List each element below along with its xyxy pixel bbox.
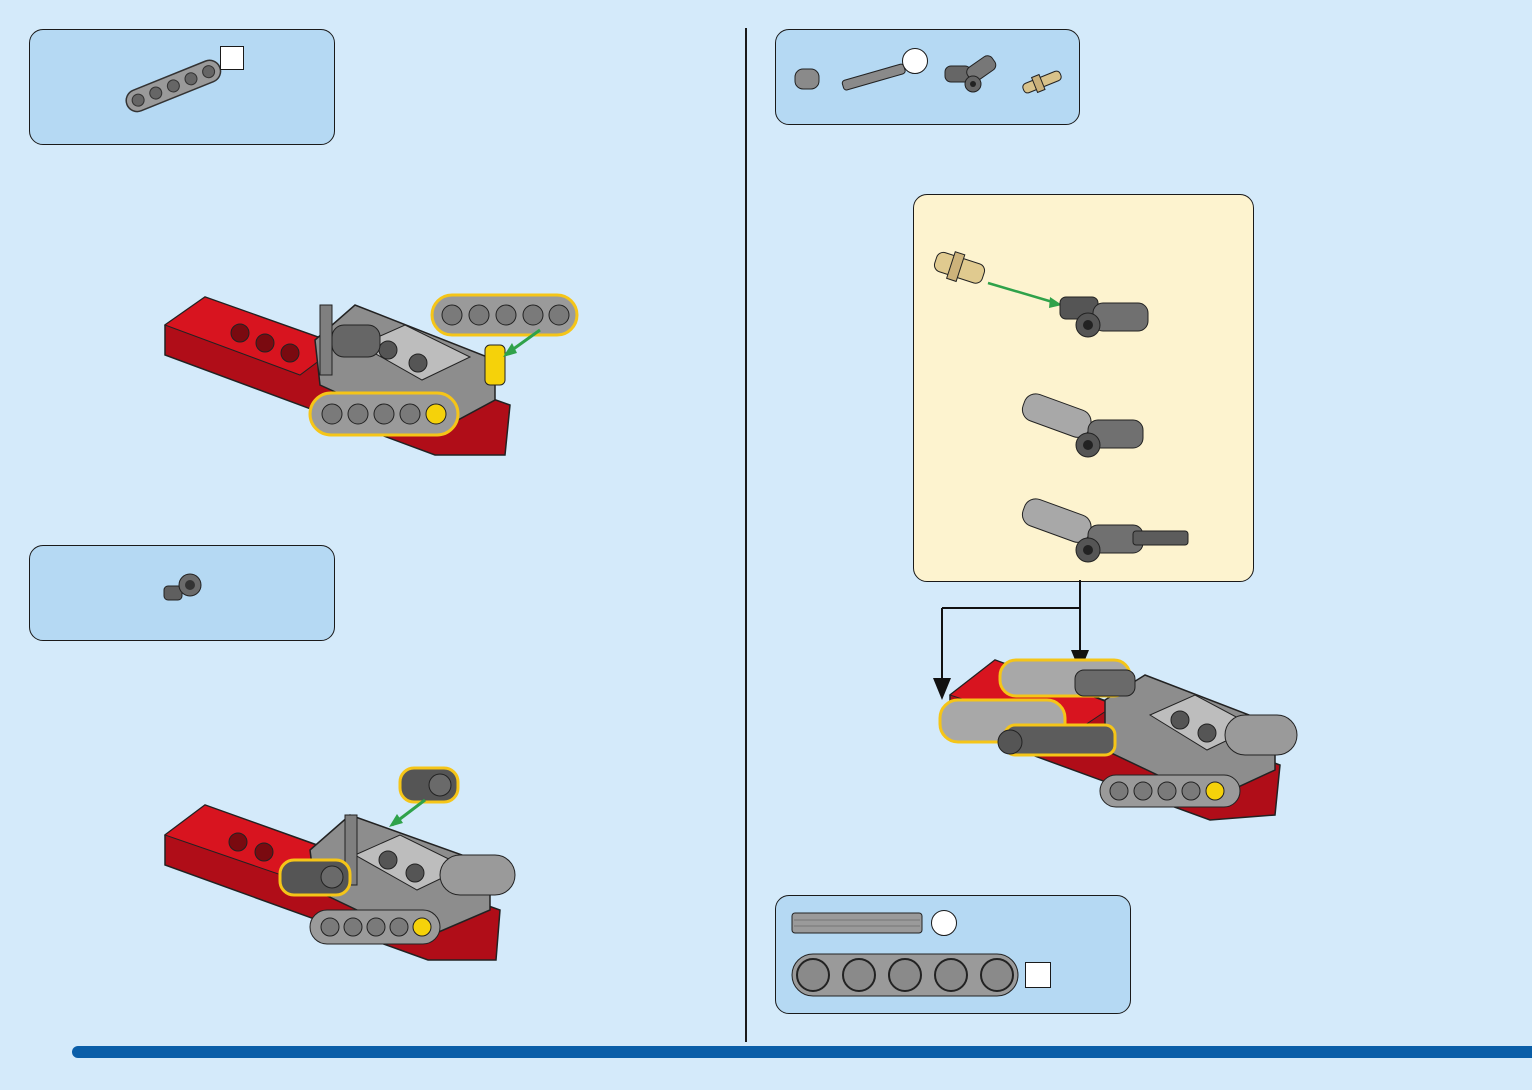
- assembly-step-b-illustration: [160, 760, 530, 970]
- subassembly-step-3: [1018, 495, 1198, 565]
- quantity-marker-square-ref: [1025, 962, 1051, 988]
- parts-list-panel-step-c: [775, 29, 1080, 125]
- axle-connector-icon: [160, 572, 204, 608]
- parts-list-panel-step-a: [29, 29, 335, 145]
- quantity-marker-circle: [902, 48, 928, 74]
- footer-accent-bar: [72, 1046, 1532, 1058]
- reference-scale-panel: [775, 895, 1131, 1014]
- liftarm-5-icon: [118, 50, 228, 120]
- assembly-step-a-illustration: [160, 285, 590, 465]
- subassembly-panel: [913, 194, 1254, 582]
- liftarm-ref-icon: [790, 952, 1022, 1000]
- bush-icon: [792, 64, 824, 94]
- subassembly-top-highlight: [1000, 660, 1135, 696]
- axle-icon: [838, 60, 910, 96]
- parts-list-panel-step-b: [29, 545, 335, 641]
- liftarm-top-highlight: [432, 295, 577, 335]
- axle-ref-icon: [790, 910, 926, 936]
- page-divider: [745, 28, 747, 1042]
- liftarm-bottom-highlight: [310, 393, 458, 435]
- assembly-step-c-illustration: [935, 650, 1305, 830]
- connector-incoming-highlight: [400, 768, 458, 802]
- quantity-marker-square: [220, 46, 244, 70]
- page-number: [0, 1066, 72, 1090]
- quantity-marker-circle-ref: [931, 910, 957, 936]
- subassembly-step-2: [1018, 390, 1148, 460]
- pin-tan-icon: [1018, 68, 1066, 96]
- angle-connector-icon: [941, 46, 1005, 98]
- subassembly-step-1: [928, 245, 1158, 355]
- connector-placed-highlight: [280, 860, 350, 895]
